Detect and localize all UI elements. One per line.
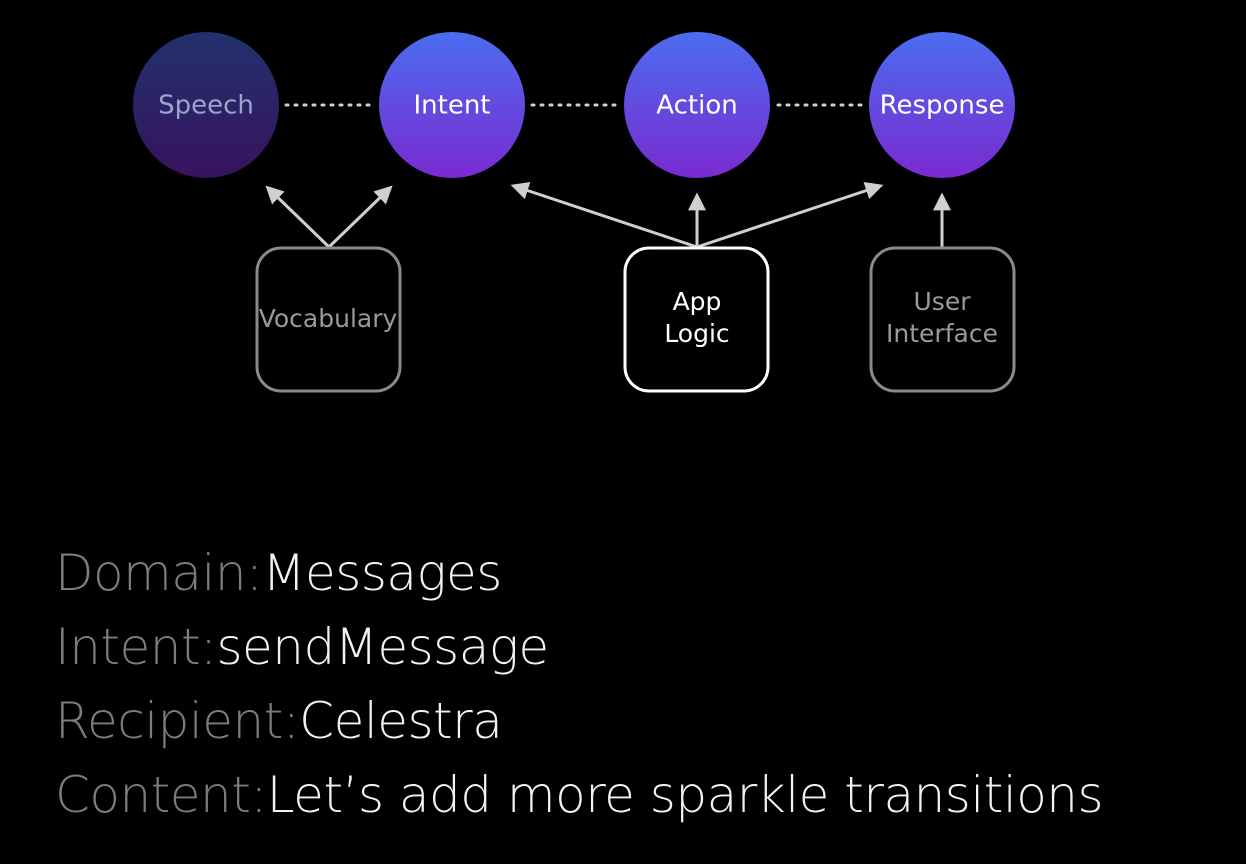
node-speech: Speech [133,32,279,178]
detail-domain-value: Messages [262,544,502,602]
arrows [265,182,951,249]
node-action: Action [624,32,770,178]
arrow-vocabulary-to-speech [265,185,331,249]
box-user-interface: User Interface [869,246,1016,393]
detail-recipient-value: Celestra [299,692,503,750]
box-vocabulary-label: Vocabulary [259,304,398,333]
node-action-circle [624,32,770,178]
detail-intent: Intent:sendMessage [55,610,1235,684]
node-response-circle [869,32,1015,178]
arrow-vocabulary-to-intent [327,185,393,249]
node-speech-circle [133,32,279,178]
node-intent-circle [379,32,525,178]
arrow-app-logic-to-intent [510,182,698,249]
box-app-logic-label-line1: App [673,287,722,316]
detail-domain-key: Domain: [55,544,263,602]
node-response-label: Response [880,91,1005,121]
node-action-label: Action [656,91,737,121]
box-vocabulary: Vocabulary [255,246,402,393]
detail-intent-value: sendMessage [216,618,549,676]
intent-details: Domain:Messages Intent:sendMessage Recip… [55,536,1235,832]
detail-recipient-key: Recipient: [55,692,300,750]
detail-intent-key: Intent: [55,618,217,676]
node-intent-label: Intent [413,91,490,121]
node-response: Response [869,32,1015,178]
box-user-interface-label-line1: User [914,287,972,316]
detail-content: Content:Let’s add more sparkle transitio… [55,758,1235,832]
box-app-logic-label-line2: Logic [664,319,729,348]
node-speech-label: Speech [158,91,254,121]
box-vocabulary-frame [255,246,402,393]
detail-recipient: Recipient:Celestra [55,684,1235,758]
detail-content-value: Let’s add more sparkle transitions [266,766,1104,824]
box-app-logic-frame [623,246,770,393]
detail-content-key: Content: [55,766,267,824]
box-user-interface-label-line2: Interface [886,319,998,348]
node-intent: Intent [379,32,525,178]
box-app-logic: App Logic [623,246,770,393]
detail-domain: Domain:Messages [55,536,1235,610]
box-user-interface-frame [869,246,1016,393]
arrow-app-logic-to-response [696,182,884,249]
